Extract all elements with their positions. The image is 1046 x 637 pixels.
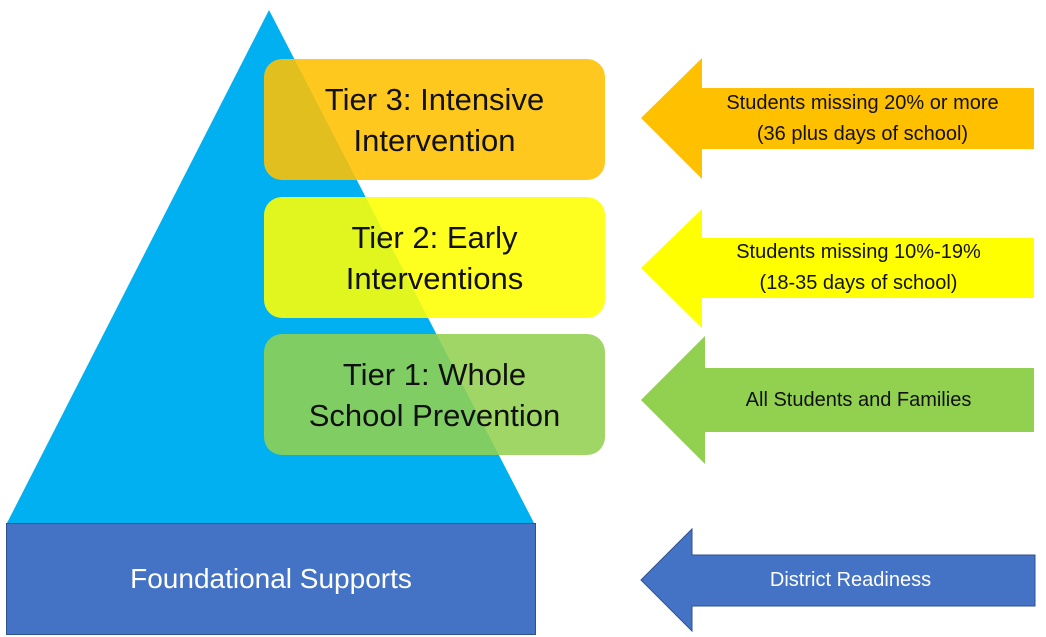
tier1-arrow xyxy=(641,336,1034,464)
tier3-arrow-text: Students missing 20% or more (36 plus da… xyxy=(726,91,999,145)
tier2-box: Tier 2: Early Interventions xyxy=(264,197,605,318)
foundational-supports-box: Foundational Supports xyxy=(6,523,536,635)
tier1-arrow-text: All Students and Families xyxy=(745,388,972,411)
district-readiness-text: District Readiness xyxy=(769,569,932,591)
tier3-arrow xyxy=(641,58,1034,179)
foundational-supports-label: Foundational Supports xyxy=(130,563,412,594)
foundation-arrow xyxy=(640,527,1036,633)
tier2-arrow xyxy=(641,209,1034,328)
tier1-box: Tier 1: Whole School Prevention xyxy=(264,334,605,455)
tier2-arrow-text: Students missing 10%-19% (18-35 days of … xyxy=(736,241,981,294)
tier3-box: Tier 3: Intensive Intervention xyxy=(264,59,605,180)
